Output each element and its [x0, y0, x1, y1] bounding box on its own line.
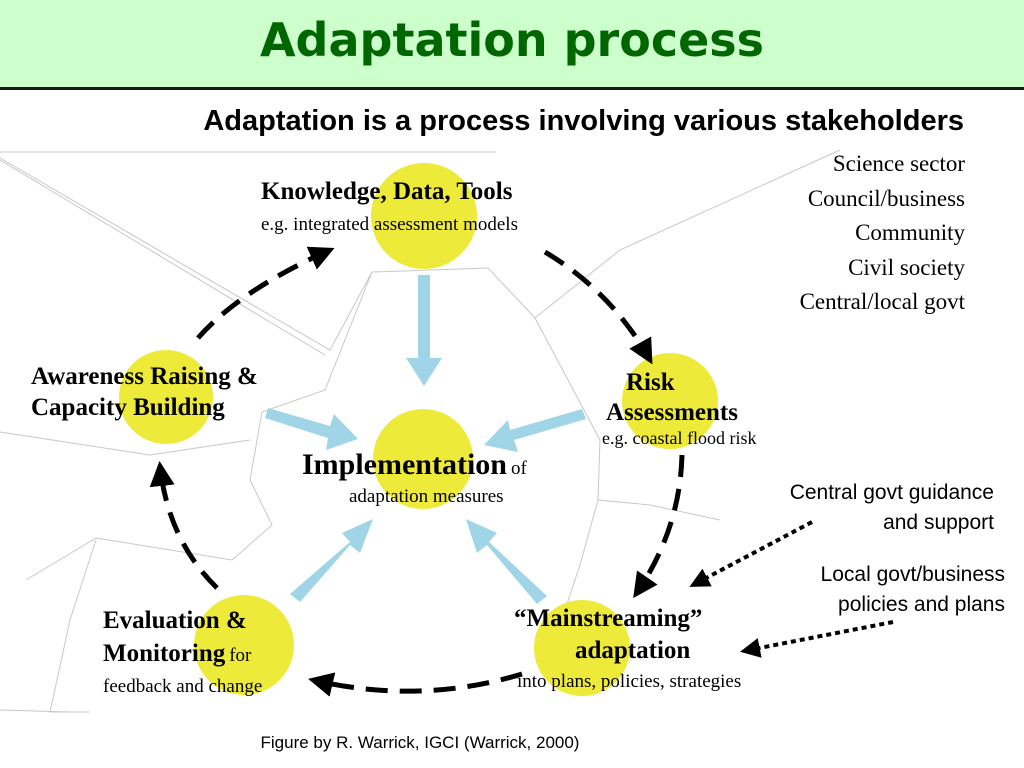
stakeholders-list: Science sector Council/business Communit…	[800, 147, 965, 320]
background-map-outline	[0, 149, 841, 713]
arrow-risk-to-implementation	[484, 409, 586, 452]
arrow-awareness-to-implementation	[265, 408, 358, 450]
evaluation-title-suffix: for	[229, 645, 252, 666]
mainstreaming-circle	[534, 600, 630, 696]
stakeholder-item: Community	[855, 220, 965, 245]
cycle-arrows	[149, 246, 685, 697]
implementation-title-wrap: Implementation of	[302, 446, 527, 489]
evaluation-title-line2-wrap: Monitoring for	[103, 638, 251, 673]
implementation-title-suffix: of	[511, 458, 527, 479]
evaluation-title-line2: Monitoring	[103, 640, 226, 667]
arrow-central-govt-note	[689, 520, 813, 587]
inward-arrows	[265, 275, 586, 604]
implementation-title: Implementation	[302, 448, 507, 481]
stakeholder-item: Central/local govt	[799, 289, 965, 314]
note-arrows	[689, 520, 894, 658]
mainstreaming-title-line2: adaptation	[575, 637, 691, 664]
arrow-risk-to-mainstreaming	[633, 454, 685, 599]
stakeholder-item: Council/business	[807, 185, 965, 211]
arrow-awareness-to-knowledge	[196, 246, 335, 340]
local-govt-note-line2: policies and plans	[838, 593, 1005, 616]
arrow-evaluation-to-awareness	[149, 461, 219, 590]
arrow-mainstreaming-to-evaluation	[308, 671, 523, 697]
slide-title: Adaptation process	[259, 13, 765, 67]
arrow-knowledge-to-implementation	[406, 275, 442, 386]
arrow-evaluation-to-implementation	[290, 519, 373, 602]
title-banner	[0, 0, 1024, 87]
knowledge-title: Knowledge, Data, Tools	[261, 178, 513, 205]
knowledge-circle	[371, 163, 477, 269]
evaluation-title-line1: Evaluation &	[103, 607, 247, 634]
implementation-circle	[373, 409, 473, 509]
risk-circle	[622, 353, 718, 449]
evaluation-circle	[194, 595, 294, 695]
knowledge-subtitle: e.g. integrated assessment models	[261, 214, 518, 235]
risk-title-line2: Assessments	[606, 399, 738, 426]
arrow-local-govt-note	[740, 620, 894, 658]
local-govt-note-line1: Local govt/business	[820, 563, 1005, 586]
risk-subtitle: e.g. coastal flood risk	[602, 428, 757, 448]
awareness-circle	[119, 350, 213, 444]
awareness-title-line1: Awareness Raising &	[31, 363, 258, 390]
arrow-mainstreaming-to-implementation	[466, 519, 547, 604]
mainstreaming-title-line1: “Mainstreaming”	[514, 605, 703, 632]
central-govt-note: Central govt guidance and support	[790, 478, 994, 538]
stakeholder-item: Civil society	[848, 254, 965, 280]
central-govt-note-line1: Central govt guidance	[789, 481, 994, 504]
evaluation-subtitle: feedback and change	[103, 676, 263, 697]
risk-title-line1: Risk	[626, 369, 675, 396]
stakeholder-item: Science sector	[832, 151, 965, 176]
arrow-knowledge-to-risk	[543, 249, 653, 365]
title-rule	[0, 87, 1024, 90]
implementation-subtitle: adaptation measures	[349, 486, 504, 507]
slide-subtitle: Adaptation is a process involving variou…	[203, 105, 964, 137]
local-govt-note: Local govt/business policies and plans	[821, 560, 1005, 620]
mainstreaming-subtitle: into plans, policies, strategies	[517, 671, 742, 692]
awareness-title-line2: Capacity Building	[31, 394, 225, 421]
figure-caption: Figure by R. Warrick, IGCI (Warrick, 200…	[260, 733, 580, 752]
central-govt-note-line2: and support	[883, 511, 994, 534]
